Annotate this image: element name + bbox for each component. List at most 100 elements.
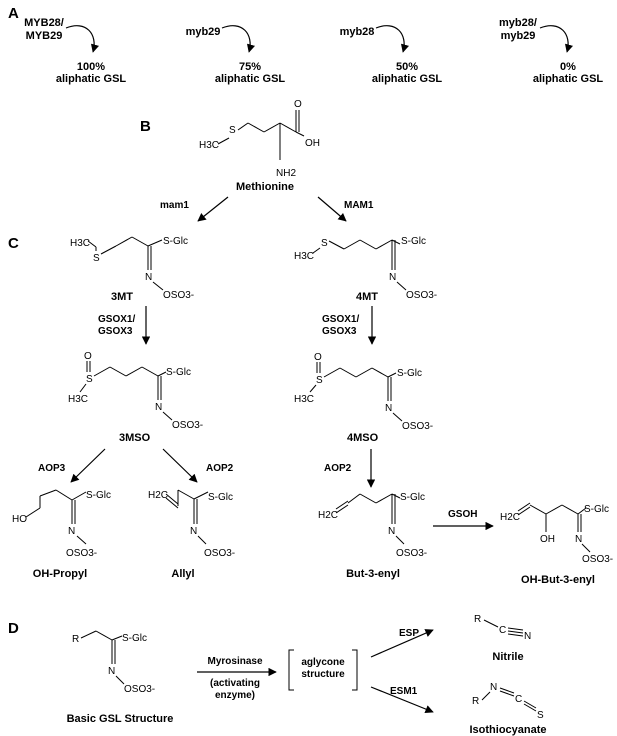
methylene-label: H2C xyxy=(148,490,168,501)
methylene-label: H2C xyxy=(318,510,338,521)
aglycone-bracket: aglycone structure xyxy=(288,649,358,691)
amine-label: NH2 xyxy=(276,168,296,179)
sglc-label: S-Glc xyxy=(401,236,426,247)
methyl-label: H3C xyxy=(70,238,90,249)
r-group-label: R xyxy=(472,696,479,707)
methyl-label: H3C xyxy=(68,394,88,405)
compound-oh-propyl: OH-Propyl xyxy=(33,568,87,580)
nitrogen-atom: N xyxy=(68,526,75,537)
nitrogen-atom: N xyxy=(155,402,162,413)
arrow-esp xyxy=(370,629,434,658)
enzyme-gsox: GSOX3 xyxy=(98,326,133,337)
percent-value: 75% xyxy=(239,61,261,73)
panel-a-item-4: myb28/ myb29 0% aliphatic GSL xyxy=(499,17,603,85)
nitrogen-atom: N xyxy=(145,272,152,283)
panel-a: A MYB28/ MYB29 100% aliphatic GSL myb29 … xyxy=(8,5,603,85)
enzyme-aop2: AOP2 xyxy=(324,463,352,474)
enzyme-gsoh: GSOH xyxy=(448,509,477,520)
percent-value: 50% xyxy=(396,61,418,73)
panel-b: B H3C S O OH NH2 Methionine mam1 MAM1 xyxy=(140,99,374,222)
genotype-label: MYB29 xyxy=(26,30,63,42)
structure-oh-but-3-enyl: H2C OH S-Glc N OSO3- xyxy=(500,502,613,565)
enzyme-esp: ESP xyxy=(399,628,419,639)
sulfur-atom: S xyxy=(93,253,100,264)
methionine-structure: H3C S O OH NH2 xyxy=(199,99,320,179)
sglc-label: S-Glc xyxy=(584,504,609,515)
carbon-atom: C xyxy=(499,625,506,636)
enzyme-gsox: GSOX1/ xyxy=(322,314,359,325)
sulfate-label: OSO3- xyxy=(406,290,437,301)
nitrogen-atom: N xyxy=(490,682,497,693)
activating-enzyme-label: (activating xyxy=(210,678,260,689)
sglc-label: S-Glc xyxy=(397,368,422,379)
sulfate-label: OSO3- xyxy=(204,548,235,559)
methyl-label: H3C xyxy=(199,140,219,151)
percent-value: 0% xyxy=(560,61,576,73)
sulfate-label: OSO3- xyxy=(66,548,97,559)
compound-4mso: 4MSO xyxy=(347,432,379,444)
enzyme-aop3: AOP3 xyxy=(38,463,66,474)
enzyme-aop2: AOP2 xyxy=(206,463,234,474)
aliphatic-gsl-label: aliphatic GSL xyxy=(372,73,443,85)
sglc-label: S-Glc xyxy=(163,236,188,247)
panel-a-item-2: myb29 75% aliphatic GSL xyxy=(186,25,286,85)
nitrogen-atom: N xyxy=(385,403,392,414)
structure-3mso: O S H3C S-Glc N OSO3- xyxy=(68,351,203,431)
panel-a-item-1: MYB28/ MYB29 100% aliphatic GSL xyxy=(24,17,126,85)
enzyme-mam1-lower: mam1 xyxy=(160,200,189,211)
compound-nitrile: Nitrile xyxy=(492,651,523,663)
compound-basic-gsl: Basic GSL Structure xyxy=(67,713,174,725)
sglc-label: S-Glc xyxy=(86,490,111,501)
curved-arrow xyxy=(65,25,100,53)
sulfate-label: OSO3- xyxy=(402,421,433,432)
panel-label-c: C xyxy=(8,235,19,252)
nitrogen-atom: N xyxy=(524,631,531,642)
curved-arrow xyxy=(221,25,256,53)
r-group-label: R xyxy=(474,614,481,625)
compound-3mt: 3MT xyxy=(111,291,133,303)
genotype-label: myb28/ xyxy=(499,17,537,29)
arrow-MAM1 xyxy=(317,196,347,222)
genotype-label: myb29 xyxy=(186,26,221,38)
aliphatic-gsl-label: aliphatic GSL xyxy=(533,73,604,85)
curved-arrow xyxy=(539,25,574,53)
nitrogen-atom: N xyxy=(389,272,396,283)
structure-nitrile: R C N xyxy=(474,614,531,642)
enzyme-esm1: ESM1 xyxy=(390,686,418,697)
enzyme-gsox: GSOX1/ xyxy=(98,314,135,325)
methyl-label: H3C xyxy=(294,394,314,405)
arrow-esm1 xyxy=(370,686,434,714)
sglc-label: S-Glc xyxy=(400,492,425,503)
nitrogen-atom: N xyxy=(575,534,582,545)
hydroxyl-label: HO xyxy=(12,514,27,525)
sulfur-atom: S xyxy=(86,374,93,385)
compound-3mso: 3MSO xyxy=(119,432,151,444)
sulfur-atom: S xyxy=(321,238,328,249)
curved-arrow xyxy=(375,25,410,53)
nitrogen-atom: N xyxy=(190,526,197,537)
genotype-label: myb29 xyxy=(501,30,536,42)
structure-oh-propyl: HO S-Glc N OSO3- xyxy=(12,489,111,559)
sulfur-atom: S xyxy=(316,375,323,386)
genotype-label: MYB28/ xyxy=(24,17,64,29)
genotype-label: myb28 xyxy=(340,26,375,38)
activating-enzyme-label: enzyme) xyxy=(215,690,255,701)
structure-basic-gsl: R S-Glc N OSO3- xyxy=(72,630,155,695)
structure-4mso: O S H3C S-Glc N OSO3- xyxy=(294,352,433,432)
hydroxyl-label: OH xyxy=(305,138,320,149)
aliphatic-gsl-label: aliphatic GSL xyxy=(56,73,127,85)
structure-but-3-enyl: H2C S-Glc N OSO3- xyxy=(318,492,427,559)
aglycone-label: aglycone xyxy=(301,657,345,668)
sulfate-label: OSO3- xyxy=(396,548,427,559)
compound-isothiocyanate: Isothiocyanate xyxy=(469,724,546,736)
aliphatic-gsl-label: aliphatic GSL xyxy=(215,73,286,85)
structure-isothiocyanate: R N C S xyxy=(472,682,544,721)
hydroxyl-label: OH xyxy=(540,534,555,545)
r-group-label: R xyxy=(72,634,79,645)
compound-4mt: 4MT xyxy=(356,291,378,303)
percent-value: 100% xyxy=(77,61,105,73)
nitrogen-atom: N xyxy=(108,666,115,677)
structure-4mt: H3C S S-Glc N OSO3- xyxy=(294,236,437,301)
compound-but-3-enyl: But-3-enyl xyxy=(346,568,400,580)
arrow-aop2-left xyxy=(162,448,198,483)
